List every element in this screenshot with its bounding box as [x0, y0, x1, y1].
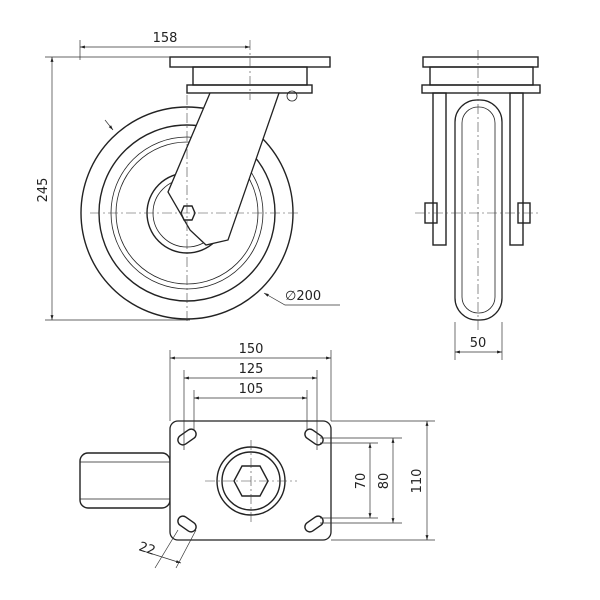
- dim-bolt-y-inner: 70: [354, 473, 369, 490]
- dim-plate-width: 110: [410, 469, 425, 494]
- dim-plate-length: 150: [239, 342, 264, 357]
- dim-height: 245: [36, 178, 51, 203]
- fork: [167, 92, 280, 246]
- wheel-top: [79, 452, 171, 509]
- dim-slot-length: 22: [137, 540, 157, 559]
- dim-bolt-spacing-outer: 125: [239, 362, 264, 377]
- top-view: 150 125 105 70 80 110 22: [79, 342, 435, 569]
- dim-bolt-y-outer: 80: [377, 473, 392, 490]
- lower-plate: [186, 84, 313, 94]
- dim-wheel-diameter: ∅200: [285, 289, 321, 304]
- front-view: 50: [415, 50, 541, 360]
- dim-offset: 158: [153, 31, 178, 46]
- fork-leg-right: [509, 92, 524, 246]
- grease-nipple: [286, 90, 298, 102]
- dim-bolt-spacing-inner: 105: [239, 382, 264, 397]
- side-view: 158 245 ∅200: [36, 31, 340, 322]
- fork-leg-left: [432, 92, 447, 246]
- dim-wheel-width: 50: [470, 336, 487, 351]
- mounting-plate: [169, 420, 332, 541]
- wheel-front: [454, 99, 503, 321]
